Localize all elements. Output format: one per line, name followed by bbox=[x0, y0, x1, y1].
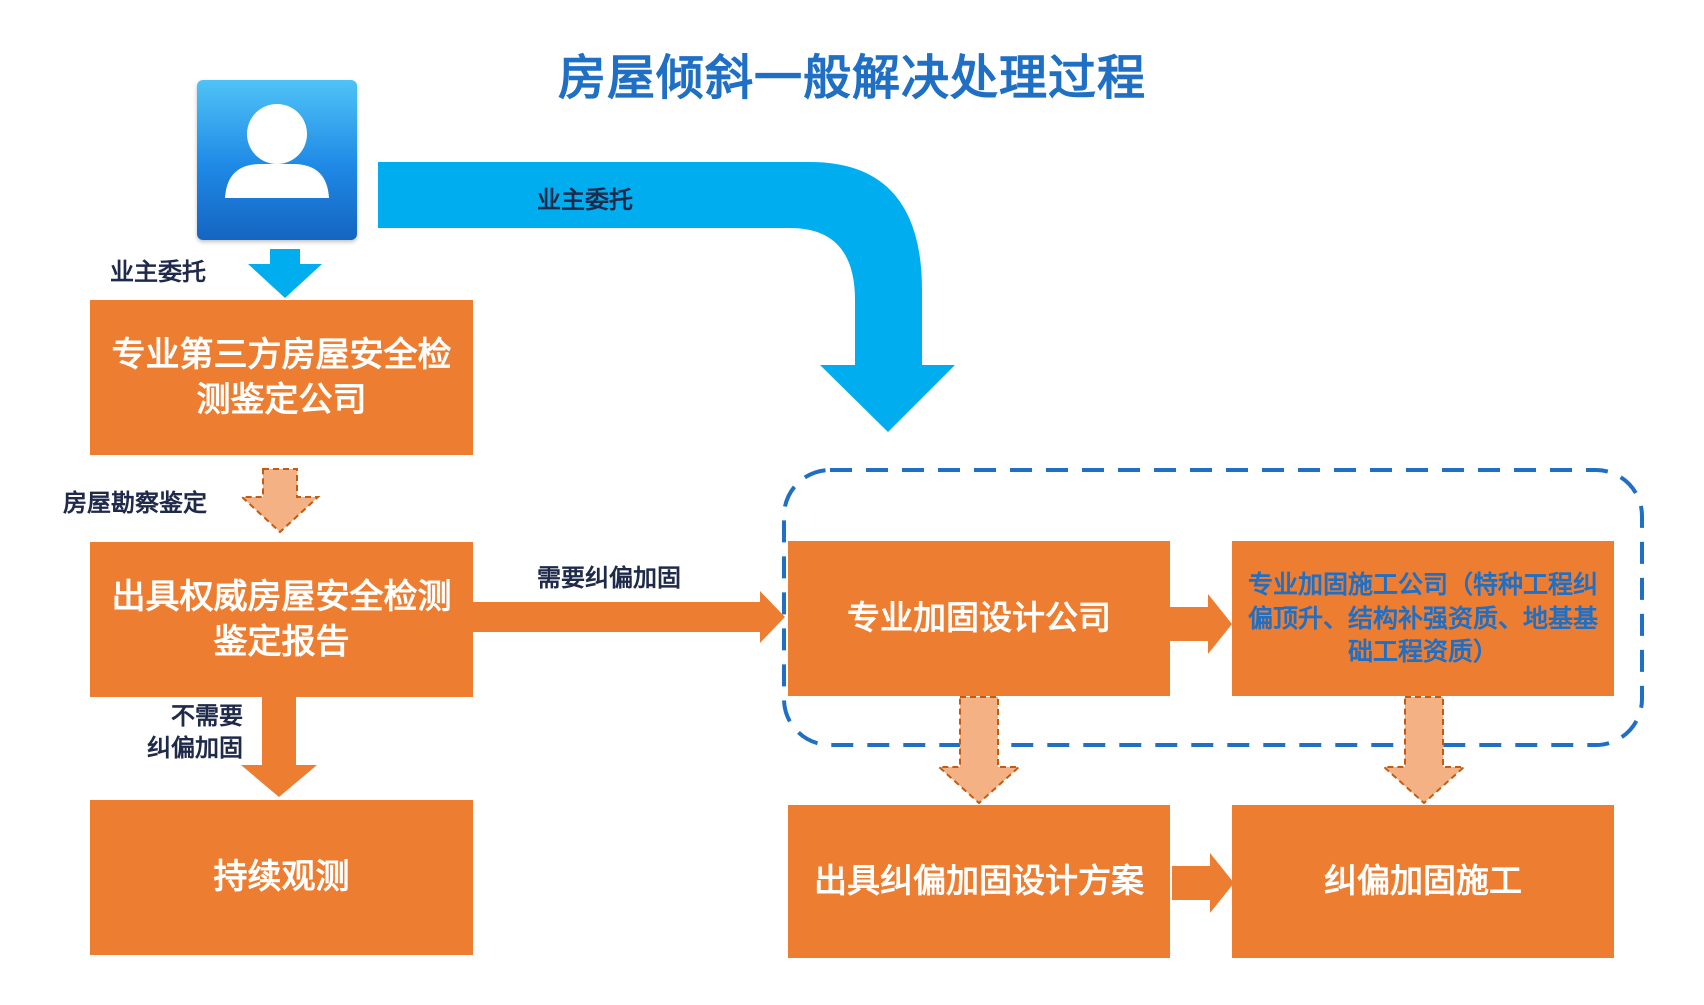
report-to-monitoring-arrow bbox=[241, 697, 317, 797]
node-monitoring: 持续观测 bbox=[90, 800, 473, 955]
label-needs-correction: 需要纠偏加固 bbox=[537, 564, 681, 592]
label-owner-entrust-top: 业主委托 bbox=[537, 186, 633, 214]
company-to-construction-arrow bbox=[1381, 696, 1467, 805]
design-group-outline bbox=[782, 468, 1644, 747]
label-house-survey: 房屋勘察鉴定 bbox=[63, 489, 207, 517]
label-no-correction-line2: 纠偏加固 bbox=[147, 734, 243, 763]
node-report: 出具权威房屋安全检测鉴定报告 bbox=[90, 542, 473, 697]
report-to-design-arrow bbox=[470, 591, 785, 643]
owner-avatar bbox=[197, 80, 357, 240]
node-inspection-company: 专业第三方房屋安全检测鉴定公司 bbox=[90, 300, 473, 455]
node-construction: 纠偏加固施工 bbox=[1232, 805, 1614, 958]
user-avatar-icon bbox=[225, 104, 329, 198]
node-design-company: 专业加固设计公司 bbox=[788, 541, 1170, 696]
node-design-plan: 出具纠偏加固设计方案 bbox=[788, 805, 1170, 958]
label-owner-entrust-left: 业主委托 bbox=[110, 258, 206, 286]
label-no-correction-line1: 不需要 bbox=[171, 702, 243, 730]
design-to-plan-arrow bbox=[936, 696, 1022, 805]
owner-to-design-arrow bbox=[378, 162, 955, 432]
label-no-correction: 不需要 纠偏加固 bbox=[125, 700, 243, 765]
plan-to-construction-arrow bbox=[1172, 853, 1234, 913]
inspection-to-report-arrow bbox=[239, 468, 321, 534]
design-to-construction-company-arrow bbox=[1170, 594, 1232, 654]
owner-to-inspection-arrow bbox=[248, 249, 322, 298]
node-construction-company: 专业加固施工公司（特种工程纠偏顶升、结构补强资质、地基基础工程资质） bbox=[1232, 541, 1614, 696]
page-title: 房屋倾斜一般解决处理过程 bbox=[557, 50, 1146, 106]
